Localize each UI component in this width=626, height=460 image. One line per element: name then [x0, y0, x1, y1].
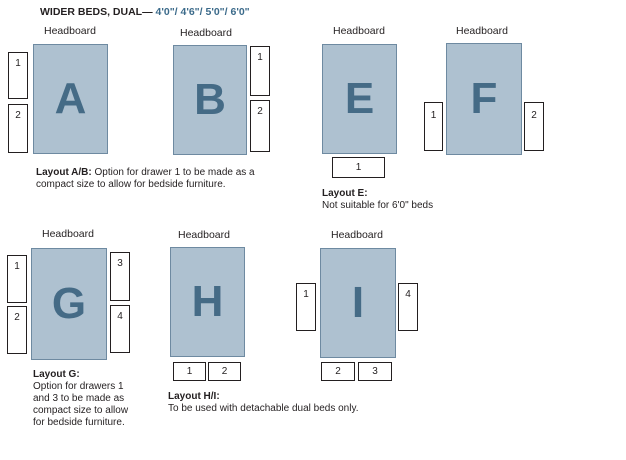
bed-i: I [320, 248, 396, 358]
drawer-i-1: 1 [296, 283, 316, 331]
headboard-label-g: Headboard [42, 228, 94, 240]
bed-letter-a: A [54, 74, 87, 123]
note-layout-hi: Layout H/I: To be used with detachable d… [168, 391, 359, 414]
headboard-label-h: Headboard [178, 229, 230, 241]
drawer-f-2: 2 [524, 102, 544, 151]
headboard-label-f: Headboard [456, 25, 508, 37]
title-sizes: 4'0"/ 4'6"/ 5'0"/ 6'0" [155, 6, 250, 18]
drawer-b-2: 2 [250, 100, 270, 152]
drawer-i-4: 4 [398, 283, 418, 331]
drawer-b-1: 1 [250, 46, 270, 96]
drawer-e-1: 1 [332, 157, 385, 178]
bed-f: F [446, 43, 522, 155]
headboard-label-a: Headboard [44, 25, 96, 37]
drawer-a-1: 1 [8, 52, 28, 99]
page-title: WIDER BEDS, DUAL— 4'0"/ 4'6"/ 5'0"/ 6'0" [40, 6, 250, 18]
bed-letter-i: I [351, 278, 365, 327]
bed-letter-h: H [191, 277, 224, 326]
drawer-h-1: 1 [173, 362, 206, 381]
note-layout-ab: Layout A/B: Option for drawer 1 to be ma… [36, 167, 255, 190]
drawer-i-2: 2 [321, 362, 355, 381]
headboard-label-i: Headboard [331, 229, 383, 241]
bed-letter-f: F [470, 74, 498, 123]
headboard-label-e: Headboard [333, 25, 385, 37]
bed-letter-g: G [51, 279, 87, 328]
drawer-g-4: 4 [110, 305, 130, 353]
bed-b: B [173, 45, 247, 155]
drawer-g-3: 3 [110, 252, 130, 301]
note-layout-g: Layout G: Option for drawers 1 and 3 to … [33, 369, 129, 428]
drawer-h-2: 2 [208, 362, 241, 381]
drawer-g-2: 2 [7, 306, 27, 354]
note-layout-e: Layout E: Not suitable for 6'0" beds [322, 188, 434, 211]
title-prefix: WIDER BEDS, DUAL— [40, 6, 153, 18]
bed-letter-e: E [344, 74, 375, 123]
drawer-a-2: 2 [8, 104, 28, 153]
drawer-f-1: 1 [424, 102, 443, 151]
bed-g: G [31, 248, 107, 360]
drawer-i-3: 3 [358, 362, 392, 381]
bed-letter-b: B [194, 75, 226, 124]
headboard-label-b: Headboard [180, 27, 232, 39]
bed-h: H [170, 247, 245, 357]
drawer-g-1: 1 [7, 255, 27, 303]
bed-a: A [33, 44, 108, 154]
bed-e: E [322, 44, 397, 154]
